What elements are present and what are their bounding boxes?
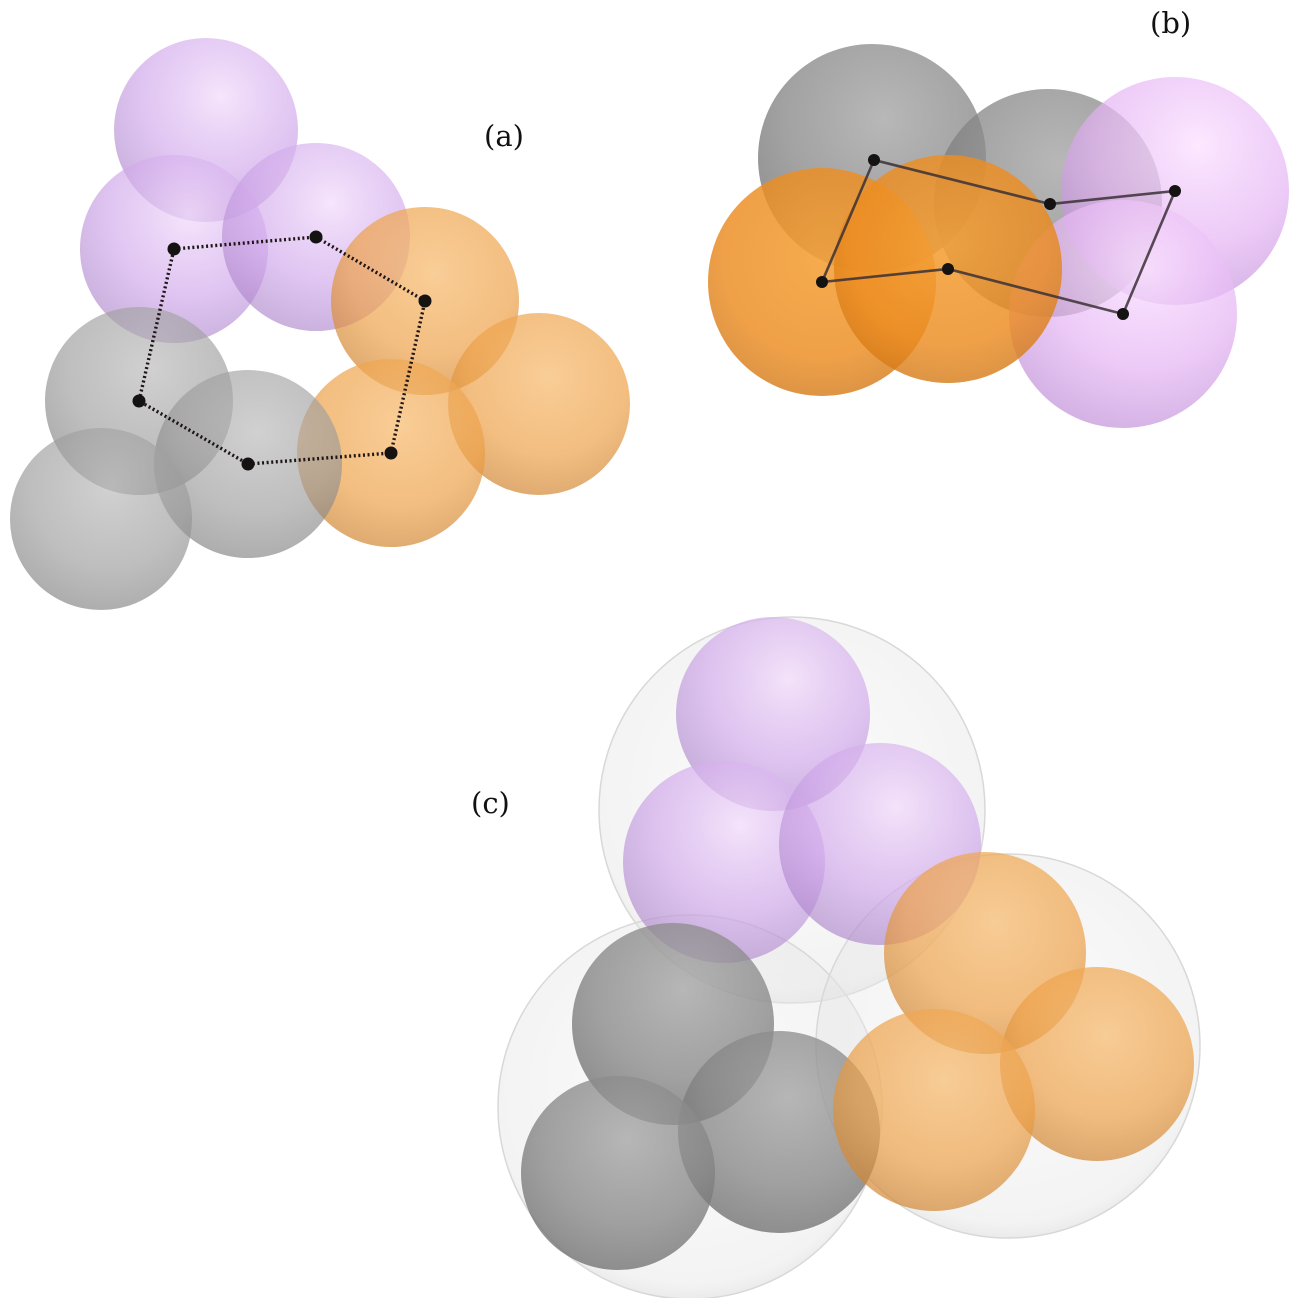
- panel-label-c: (c): [471, 786, 510, 820]
- purple-sphere: [623, 761, 825, 963]
- panel-label-a: (a): [484, 119, 524, 153]
- gray-sphere: [678, 1031, 880, 1233]
- gray-sphere: [521, 1076, 715, 1270]
- bond-vertex: [167, 242, 181, 256]
- bond-vertex: [1117, 308, 1129, 320]
- bond-vertex: [1044, 198, 1056, 210]
- panel-a: (a): [10, 38, 630, 610]
- bond-vertex: [384, 446, 398, 460]
- bond-vertex: [1169, 185, 1181, 197]
- panel-c: (c): [471, 616, 1201, 1298]
- bond-vertex: [816, 276, 828, 288]
- orange-sphere: [1000, 967, 1194, 1161]
- bond-vertex: [241, 457, 255, 471]
- bond-vertex: [132, 394, 146, 408]
- orange-sphere: [448, 313, 630, 495]
- bond-vertex: [942, 263, 954, 275]
- bond-vertex: [309, 230, 323, 244]
- orange-sphere: [833, 1009, 1035, 1211]
- bond-vertex: [868, 154, 880, 166]
- bond-vertex: [418, 294, 432, 308]
- panel-label-b: (b): [1150, 6, 1191, 40]
- panel-b: (b): [708, 6, 1289, 428]
- gray-sphere: [10, 428, 192, 610]
